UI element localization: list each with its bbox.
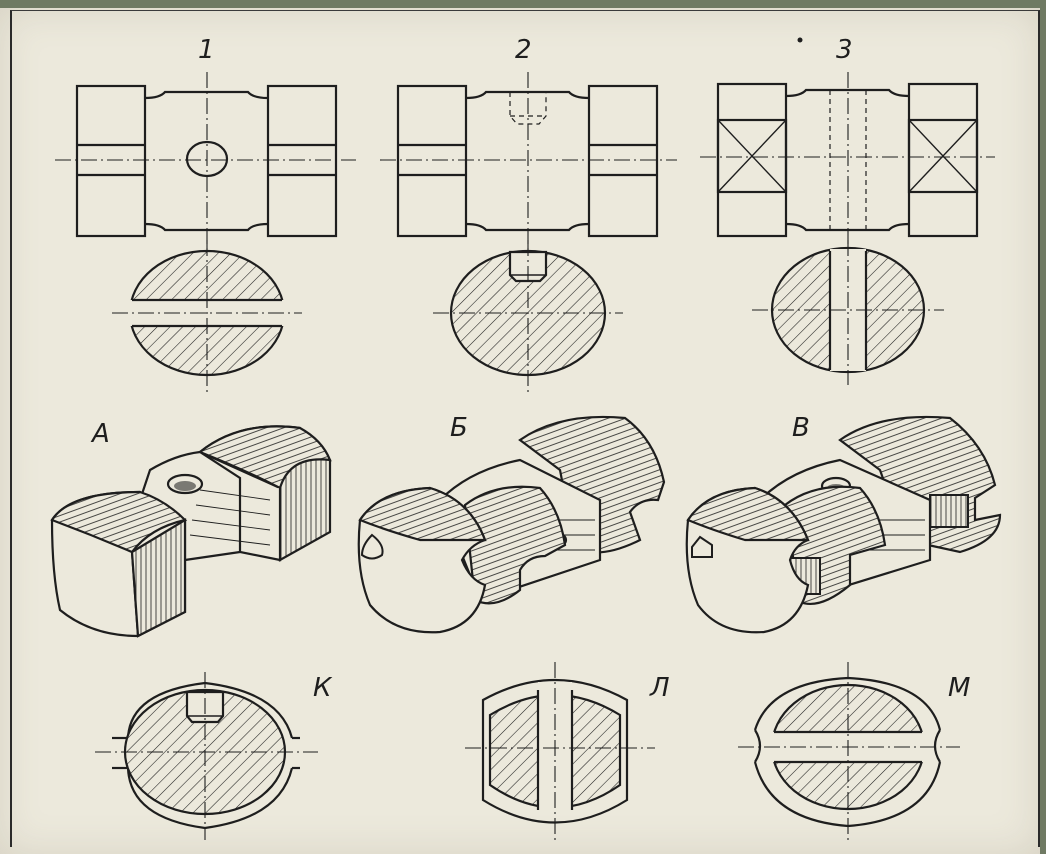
section-l-label: Л — [649, 673, 670, 703]
drawing-frame — [10, 10, 1040, 847]
part-v-label: В — [792, 413, 810, 443]
section-k-label: К — [313, 673, 333, 703]
part-b: Б — [357, 413, 666, 634]
view-3-label: 3 — [836, 35, 853, 65]
view-1: 1 — [55, 35, 356, 392]
section-m: М — [738, 662, 970, 840]
view-1-section — [112, 240, 302, 392]
view-2-label: 2 — [515, 35, 532, 65]
section-m-label: М — [948, 673, 970, 703]
part-v: В — [685, 413, 1002, 634]
view-3-front — [700, 72, 995, 250]
view-3-section — [752, 240, 944, 385]
view-2-section — [433, 240, 623, 392]
view-2-front — [380, 72, 677, 250]
view-3: 3 — [700, 35, 995, 385]
part-b-label: Б — [450, 413, 468, 443]
section-l: Л — [465, 662, 670, 840]
view-2: 2 — [380, 35, 677, 392]
view-1-front — [55, 72, 356, 250]
part-a: А — [50, 419, 332, 638]
part-a-label: А — [90, 419, 110, 449]
section-k: К — [95, 672, 333, 840]
view-1-label: 1 — [198, 35, 215, 65]
